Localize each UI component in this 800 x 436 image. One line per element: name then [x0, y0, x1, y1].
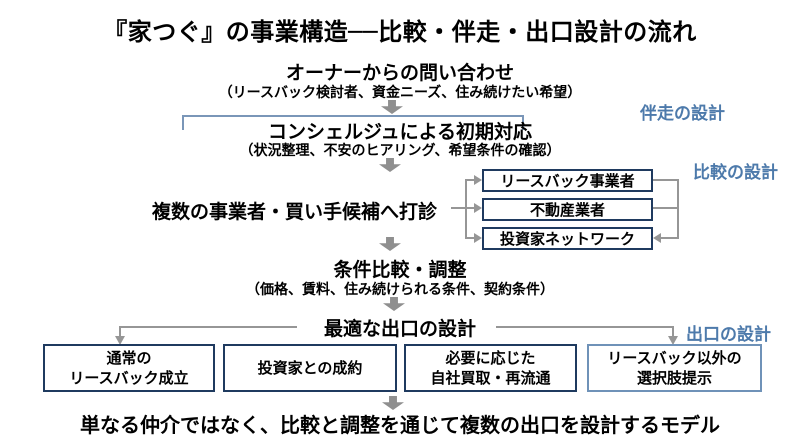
step-comparison-detail: （価格、賃料、住み続けられる条件、契約条件） — [246, 282, 554, 298]
outcome-box-normal-leaseback: 通常の リースバック成立 — [43, 344, 215, 392]
partner-box-investor: 投資家ネットワーク — [482, 227, 653, 250]
connector-line — [465, 179, 467, 239]
step-comparison-heading: 条件比較・調整 — [333, 259, 467, 281]
connector-line — [672, 326, 674, 337]
partner-label: リースバック事業者 — [500, 172, 635, 190]
accompaniment-bracket — [182, 115, 524, 130]
connector-line — [465, 237, 475, 239]
down-arrow-icon — [382, 396, 404, 410]
outcome-line: 選択肢提示 — [636, 369, 712, 387]
partner-label: 投資家ネットワーク — [499, 230, 635, 248]
arrowhead-down-icon — [668, 336, 678, 345]
connector-line — [451, 207, 467, 209]
connector-line — [119, 326, 297, 328]
step-inquiry-heading: オーナーからの問い合わせ — [285, 62, 514, 84]
outcome-line: 必要に応じた — [445, 349, 536, 367]
outcome-line: 投資家との成約 — [257, 359, 363, 377]
connector-line — [496, 326, 674, 328]
outcome-box-investor-deal: 投資家との成約 — [223, 344, 397, 392]
conclusion-text: 単なる仲介ではなく、比較と調整を通じて複数の出口を設計するモデル — [80, 413, 720, 436]
outcome-line: リースバック以外の — [607, 349, 742, 367]
outcome-line: 通常の — [106, 349, 152, 367]
outcome-line: リースバック成立 — [69, 369, 189, 387]
step-inquiry-detail: （リースバック検討者、資金ニーズ、住み続けたい希望） — [218, 85, 582, 101]
connector-line — [653, 207, 679, 209]
down-arrow-icon — [379, 158, 401, 172]
step-concierge-detail: （状況整理、不安のヒアリング、希望条件の確認） — [239, 143, 561, 159]
outcome-line: 自社買取・再流通 — [430, 369, 551, 387]
outcome-box-self-purchase: 必要に応じた 自社買取・再流通 — [404, 344, 577, 392]
arrowhead-down-icon — [115, 336, 125, 345]
down-arrow-icon — [381, 100, 403, 114]
partner-box-realestate: 不動産業者 — [482, 198, 653, 221]
connector-line — [677, 179, 679, 239]
down-arrow-icon — [383, 297, 405, 311]
outcome-box-other-options: リースバック以外の 選択肢提示 — [587, 344, 762, 392]
step-outreach-heading: 複数の事業者・買い手候補へ打診 — [152, 201, 438, 223]
arrowhead-left-icon — [653, 233, 661, 243]
accompaniment-design-label: 伴走の設計 — [640, 104, 725, 124]
page-title: 『家つぐ』の事業構造──比較・伴走・出口設計の流れ — [103, 18, 697, 46]
exit-design-label: 出口の設計 — [686, 325, 771, 345]
connector-line — [465, 179, 475, 181]
arrowhead-right-icon — [474, 233, 482, 243]
partner-box-leaseback: リースバック事業者 — [482, 169, 653, 192]
step-concierge-heading: コンシェルジュによる初期対応 — [267, 121, 533, 143]
arrowhead-right-icon — [474, 175, 482, 185]
step-exit-heading: 最適な出口の設計 — [323, 318, 476, 340]
down-arrow-icon — [379, 237, 401, 251]
partner-label: 不動産業者 — [529, 201, 605, 219]
connector-line — [661, 237, 679, 239]
connector-line — [465, 207, 475, 209]
connector-line — [119, 326, 121, 337]
comparison-design-label: 比較の設計 — [693, 163, 778, 183]
connector-line — [653, 179, 679, 181]
arrowhead-right-icon — [474, 203, 482, 213]
